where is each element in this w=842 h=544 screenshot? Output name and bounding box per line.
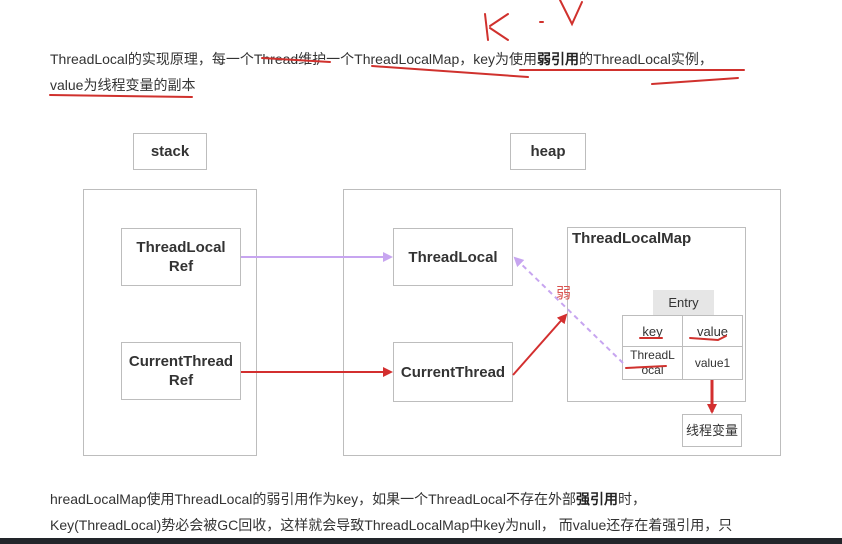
intro-line-1: ThreadLocal的实现原理，每一个Thread维护一个ThreadLoca… <box>50 46 713 72</box>
threadlocal-box: ThreadLocal <box>393 228 513 286</box>
outro-line-1: hreadLocalMap使用ThreadLocal的弱引用作为key，如果一个… <box>50 486 646 512</box>
currentthread-box: CurrentThread <box>393 342 513 402</box>
entry-key-header: key <box>622 315 683 347</box>
outro-bold: 强引用 <box>575 491 618 507</box>
entry-value-cell: value1 <box>682 346 743 380</box>
entry-key-line2: ocal <box>641 363 664 377</box>
currentthread-ref-line2: Ref <box>168 372 194 389</box>
entry-key-line1: ThreadL <box>630 348 675 362</box>
currentthread-ref-line1: CurrentThread <box>128 353 234 370</box>
weak-label: 弱 <box>556 285 572 302</box>
outro-line-2: Key(ThreadLocal)势必会被GC回收，这样就会导致ThreadLoc… <box>50 517 733 533</box>
heap-container <box>343 189 781 456</box>
entry-value-header: value <box>682 315 743 347</box>
heap-label: heap <box>510 133 586 170</box>
threadlocal-ref-box: ThreadLocal Ref <box>121 228 241 286</box>
outro-text-1: hreadLocalMap使用ThreadLocal的弱引用作为key，如果一个… <box>50 491 576 507</box>
intro-bold: 弱引用 <box>537 51 580 67</box>
threadlocal-ref-line2: Ref <box>168 258 194 275</box>
outro-text-2: 时， <box>617 491 646 507</box>
threadlocal-ref-line1: ThreadLocal <box>136 239 226 256</box>
currentthread-ref-box: CurrentThread Ref <box>121 342 241 400</box>
entry-key-cell: ThreadL ocal <box>622 346 683 380</box>
stack-label: stack <box>133 133 207 170</box>
threadlocalmap-title: ThreadLocalMap <box>572 230 692 247</box>
thread-variable-box: 线程变量 <box>682 414 742 447</box>
taskbar-strip <box>0 538 842 544</box>
intro-line-2: value为线程变量的副本 <box>50 77 196 93</box>
stack-container <box>83 189 257 456</box>
intro-text-2: 的ThreadLocal实例， <box>579 51 713 67</box>
intro-text-1: ThreadLocal的实现原理，每一个Thread维护一个ThreadLoca… <box>50 51 538 67</box>
entry-header: Entry <box>653 290 714 315</box>
